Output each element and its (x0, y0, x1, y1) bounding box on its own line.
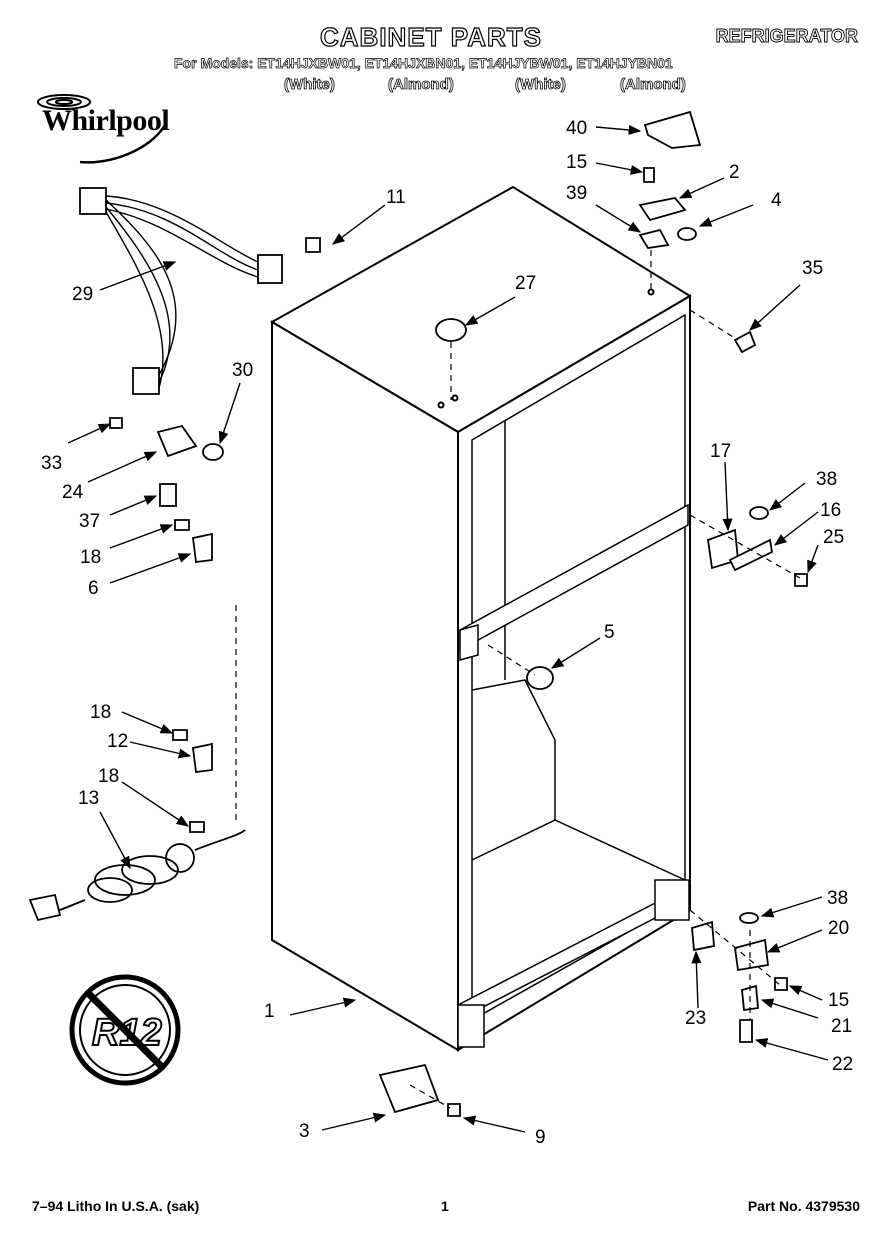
callout-label: 13 (78, 788, 99, 809)
callout-label: 18 (90, 702, 111, 723)
callout-label: 18 (98, 766, 119, 787)
callout-label: 18 (80, 547, 101, 568)
no-symbol-icon: R12 (69, 974, 181, 1086)
hinge-cover-part (643, 110, 702, 149)
screw-part (109, 417, 123, 429)
brand-logo: Whirlpool (42, 104, 170, 137)
connector-part (257, 254, 283, 284)
callout-label: 24 (62, 482, 84, 503)
callout-label: 12 (107, 731, 128, 752)
washer-part (202, 443, 224, 461)
model-color-4: (Almond) (620, 76, 687, 94)
screw-part (174, 519, 190, 531)
callout-label: 30 (232, 360, 253, 381)
plug-part (28, 893, 62, 922)
screw-part (774, 977, 788, 991)
clip-part (192, 742, 213, 774)
footer-print-info: 7–94 Litho In U.S.A. (sak) (32, 1198, 200, 1214)
center-hinge-part (728, 538, 773, 572)
wire-harness (105, 195, 259, 389)
footer-part-number: Part No. 4379530 (747, 1198, 860, 1214)
plug-part (526, 666, 554, 690)
callout-label: 39 (566, 183, 587, 204)
top-hinge-part (638, 197, 687, 222)
model-color-3: (White) (515, 76, 567, 94)
callout-label: 29 (72, 284, 93, 305)
bracket-part (156, 424, 198, 458)
washer-part (749, 506, 769, 520)
shim-part (691, 920, 715, 952)
spacer-part (159, 483, 177, 507)
shim-part (638, 228, 670, 249)
small-parts (28, 110, 808, 1117)
callout-labels: 1 2 3 4 5 6 9 11 12 13 15 15 16 17 18 18… (41, 118, 853, 1148)
callout-label: 38 (827, 888, 848, 909)
screw-part (189, 821, 205, 833)
callout-label: 37 (79, 511, 100, 532)
bottom-hinge-part (734, 938, 769, 972)
washer-part (739, 912, 759, 924)
screw-part (447, 1103, 461, 1117)
refrigerator-cabinet (269, 185, 692, 1052)
callout-label: 33 (41, 453, 62, 474)
leveler-part (378, 1063, 440, 1114)
plug-part (733, 330, 757, 354)
screw-part (172, 729, 188, 741)
clip-part (192, 532, 213, 564)
callout-label: 16 (820, 500, 841, 521)
connector-part (132, 367, 160, 395)
callout-label: 22 (832, 1054, 853, 1075)
button-part (435, 318, 467, 342)
screw-part (739, 1019, 753, 1043)
screw-part (643, 167, 655, 183)
callout-label: 6 (88, 578, 99, 599)
callout-label: 21 (831, 1016, 852, 1037)
callout-label: 38 (816, 469, 837, 490)
whirlpool-logo-icon (37, 94, 167, 164)
callout-label: 15 (828, 990, 849, 1011)
footer-page-number: 1 (441, 1198, 449, 1214)
callout-label: 5 (604, 622, 615, 643)
leader-lines (67, 124, 829, 1133)
callout-label: 23 (685, 1008, 706, 1029)
callout-label: 25 (823, 527, 844, 548)
callout-label: 27 (515, 273, 536, 294)
callout-label: 11 (386, 187, 406, 208)
callout-label: 9 (535, 1127, 546, 1148)
model-list: For Models: ET14HJXBW01, ET14HJXBN01, ET… (174, 55, 673, 72)
callout-label: 2 (729, 162, 740, 183)
connector-part (79, 187, 107, 215)
model-color-1: (White) (284, 76, 336, 94)
page-title: CABINET PARTS (319, 21, 542, 52)
callout-label: 3 (299, 1121, 310, 1142)
callout-label: 15 (566, 152, 587, 173)
callout-label: 17 (710, 441, 731, 462)
appliance-category: REFRIGERATOR (715, 26, 858, 47)
callout-label: 35 (802, 258, 823, 279)
screw-part (305, 237, 321, 253)
power-cord-part (44, 829, 246, 911)
callout-label: 4 (771, 190, 782, 211)
callout-label: 1 (264, 1001, 275, 1022)
callout-label: 40 (566, 118, 587, 139)
callout-label: 20 (828, 918, 849, 939)
guide-lines (235, 250, 801, 1109)
washer-part (677, 227, 697, 241)
model-color-2: (Almond) (388, 76, 455, 94)
